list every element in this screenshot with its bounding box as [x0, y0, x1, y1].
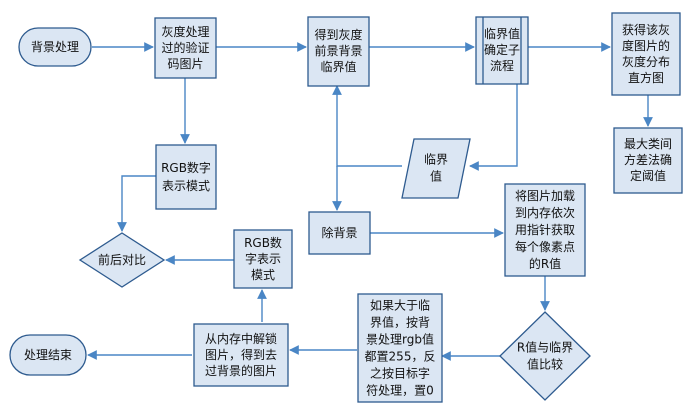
label-line: 直方图 — [628, 70, 664, 85]
compare-decision-label: 前后对比 — [98, 252, 146, 267]
remove-bg-label: 除背景 — [321, 225, 357, 240]
edge-sub-to-io — [469, 84, 518, 171]
label-line: 每个像素点 — [515, 239, 575, 254]
label-line: 过背景的图片 — [205, 363, 277, 378]
get-threshold-process: 得到灰度前景背景临界值 — [307, 16, 370, 87]
edges — [87, 42, 653, 361]
label-line: 度图片的 — [622, 38, 670, 53]
label-line: 界值，按背 — [370, 315, 430, 330]
label-line: 定阈值 — [630, 168, 666, 183]
rule-process: 如果大于临界值，按背景处理rgb值都置255，反之按目标字符处理，置0 — [357, 293, 443, 403]
load-image-process: 将图片加载到内存依次用指针获取每个像素点的R值 — [504, 183, 586, 277]
rgb-repr-process: RGB数字表示模式 — [155, 144, 217, 210]
r-compare-label: R值与临界值比较 — [517, 340, 573, 372]
compare-decision: 前后对比 — [78, 232, 166, 288]
label-line: 都置255，反 — [365, 350, 436, 364]
threshold-data-label: 临界值 — [424, 153, 448, 184]
unlock-label: 从内存中解锁图片，得到去过背景的图片 — [205, 331, 277, 378]
label-line: 用指针获取 — [515, 222, 575, 237]
label-line: 前景背景 — [314, 43, 362, 58]
otsu-label: 最大类间方差法确定阈值 — [624, 137, 672, 183]
label-line: 如果大于临 — [370, 298, 430, 313]
edge-rgb-to-compare — [117, 175, 156, 232]
label-line: 值 — [430, 169, 442, 184]
rgb-repr2-label: RGB数字表示模式 — [244, 235, 282, 282]
rule-label: 如果大于临界值，按背景处理rgb值都置255，反之按目标字符处理，置0 — [365, 298, 436, 398]
start-label: 背景处理 — [31, 40, 79, 54]
edge-io-to-threshold — [332, 85, 402, 167]
label-line: 图片，得到去 — [205, 347, 277, 362]
label-line: 灰度分布 — [622, 54, 670, 69]
label-line: 流程 — [490, 58, 514, 73]
label-line: 方差法确 — [624, 152, 672, 167]
label-line: 符处理，置0 — [366, 383, 434, 398]
histogram-label: 获得该灰度图片的灰度分布直方图 — [622, 22, 670, 85]
label-line: RGB数字 — [161, 160, 211, 175]
rgb-repr-label: RGB数字表示模式 — [161, 160, 211, 193]
label-line: 获得该灰 — [622, 22, 670, 37]
label-line: 字表示 — [245, 251, 281, 266]
label-line: 之按目标字 — [370, 366, 430, 381]
label-line: 灰度处理 — [161, 24, 209, 39]
end-label: 处理结束 — [24, 348, 72, 362]
label-line: 的R值 — [529, 256, 561, 271]
label-line: RGB数 — [244, 235, 282, 250]
start-terminator: 背景处理 — [18, 27, 92, 67]
otsu-process: 最大类间方差法确定阈值 — [613, 127, 683, 194]
label-line: 将图片加载 — [515, 189, 575, 203]
label-line: 值比较 — [527, 357, 563, 372]
gray-captcha-label: 灰度处理过的验证码图片 — [161, 24, 209, 71]
label-line: 码图片 — [167, 57, 203, 71]
rgb-repr2-process: RGB数字表示模式 — [233, 229, 293, 289]
threshold-subprocess: 临界值确定子流程 — [475, 16, 529, 85]
r-compare-decision: R值与临界值比较 — [499, 311, 591, 401]
end-terminator: 处理结束 — [9, 334, 87, 376]
label-line: 临界值 — [484, 26, 520, 41]
gray-captcha-process: 灰度处理过的验证码图片 — [154, 17, 217, 79]
label-line: 临界值 — [320, 59, 356, 74]
label-line: 确定子 — [484, 42, 520, 57]
label-line: 从内存中解锁 — [205, 331, 277, 346]
label-line: 表示模式 — [162, 179, 210, 193]
remove-bg-process: 除背景 — [308, 211, 371, 255]
label-line: 模式 — [251, 268, 275, 282]
label-line: 最大类间 — [624, 137, 672, 151]
threshold-subprocess-label: 临界值确定子流程 — [484, 26, 520, 73]
label-line: 临界 — [424, 153, 448, 167]
label-line: 得到灰度 — [314, 27, 362, 42]
get-threshold-label: 得到灰度前景背景临界值 — [314, 27, 362, 74]
histogram-process: 获得该灰度图片的灰度分布直方图 — [611, 12, 681, 96]
load-image-label: 将图片加载到内存依次用指针获取每个像素点的R值 — [515, 189, 575, 271]
label-line: R值与临界 — [517, 340, 573, 355]
label-line: 过的验证 — [161, 40, 209, 55]
label-line: 景处理rgb值 — [366, 332, 434, 347]
threshold-data: 临界值 — [401, 138, 471, 199]
unlock-process: 从内存中解锁图片，得到去过背景的图片 — [193, 323, 289, 387]
label-line: 到内存依次 — [515, 205, 575, 220]
